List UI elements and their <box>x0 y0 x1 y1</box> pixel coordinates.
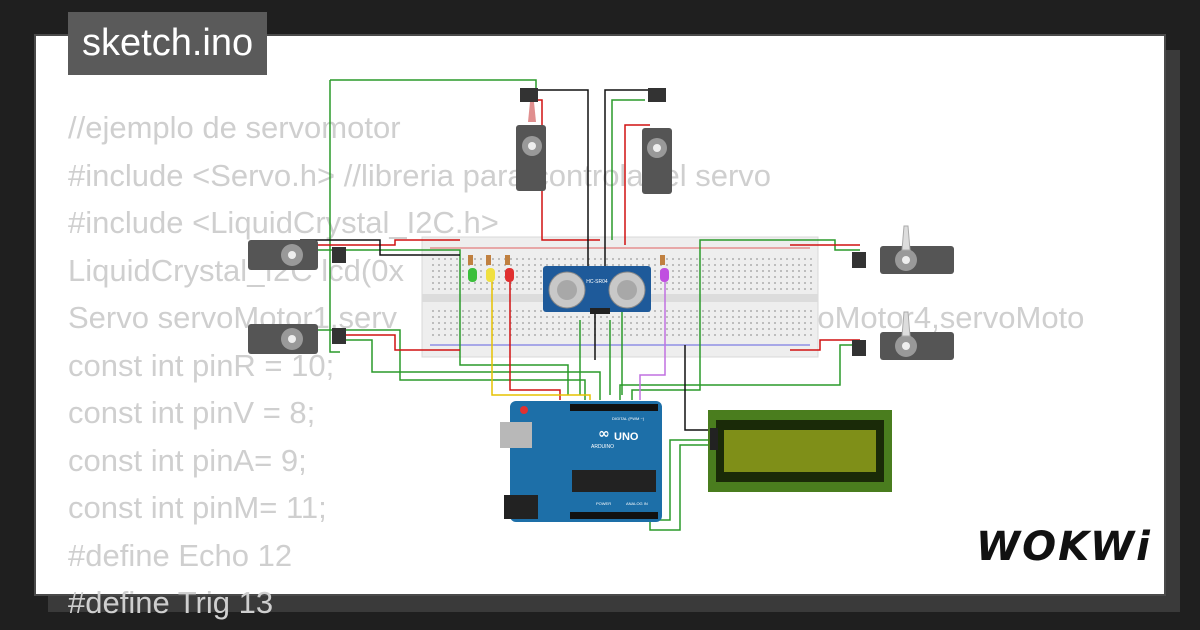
led-red <box>505 268 514 282</box>
servo-right-bottom <box>852 311 954 360</box>
code-line: #define Echo 12 <box>68 537 293 573</box>
sensor-label: HC-SR04 <box>586 279 608 285</box>
code-line: #define Trig 13 <box>68 585 274 620</box>
code-line: Servo servoMotor1,serv voMotor4,servoMot… <box>68 300 1085 335</box>
black-wires <box>300 89 712 431</box>
code-line: const int pinA= 9; <box>68 442 307 478</box>
board-power-label: POWER <box>596 501 611 506</box>
code-line: //ejemplo de servomotor <box>68 110 401 145</box>
servo-left-bottom <box>248 324 346 354</box>
wokwi-logo: WOKWi <box>976 524 1152 570</box>
code-line: const int pinM= 11; <box>68 490 327 525</box>
green-wires <box>300 79 860 531</box>
ultrasonic-sensor: HC-SR04 <box>543 266 651 314</box>
lcd-display <box>708 410 892 492</box>
svg-text:∞: ∞ <box>598 426 610 442</box>
board-brand: ARDUINO <box>591 444 614 450</box>
board-model: UNO <box>614 431 639 443</box>
file-name-badge: sketch.ino <box>68 12 268 75</box>
servo-top-left <box>516 88 546 191</box>
arduino-uno-board: ∞ UNO ARDUINO DIGITAL (PWM ~) POWER ANAL… <box>500 401 662 522</box>
servo-right-top <box>852 225 954 274</box>
code-line: #include <LiquidCrystal_I2C.h> <box>68 205 499 240</box>
led-purple <box>660 268 669 282</box>
led-green <box>468 268 477 282</box>
code-line: #include <Servo.h> //libreria para contr… <box>68 157 772 193</box>
servo-left-top <box>248 240 346 270</box>
servo-top-right <box>642 88 672 194</box>
board-digital-label: DIGITAL (PWM ~) <box>612 416 645 421</box>
led-yellow <box>486 268 495 282</box>
board-analog-label: ANALOG IN <box>626 501 648 506</box>
code-line: const int pinV = 8; <box>68 395 316 430</box>
code-background: //ejemplo de servomotor #include <Servo.… <box>68 104 1084 627</box>
